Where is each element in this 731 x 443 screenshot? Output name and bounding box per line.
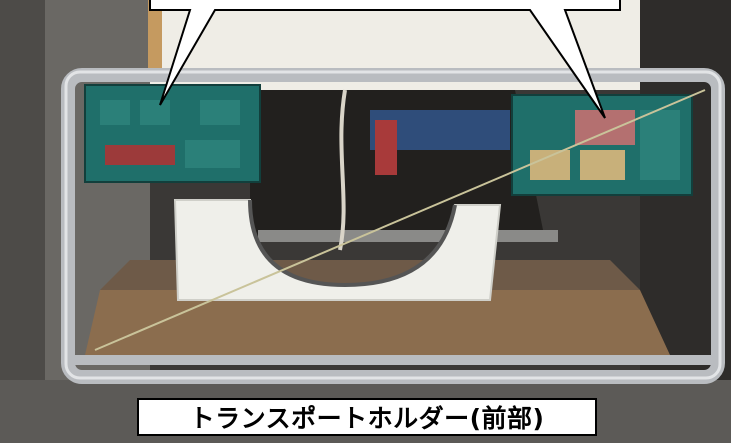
left-crate bbox=[84, 84, 261, 183]
caption-label: トランスポートホルダー(前部) bbox=[137, 398, 597, 436]
red-item bbox=[375, 120, 397, 175]
wooden-edge-left bbox=[148, 0, 162, 75]
hanging-string bbox=[338, 89, 347, 251]
base-board bbox=[85, 290, 670, 355]
right-crate bbox=[511, 94, 693, 196]
inner-rail bbox=[258, 230, 558, 242]
caption-text: トランスポートホルダー(前部) bbox=[189, 404, 545, 433]
diagonal-wire bbox=[94, 89, 706, 351]
callout-pointer-shape bbox=[149, 0, 621, 119]
